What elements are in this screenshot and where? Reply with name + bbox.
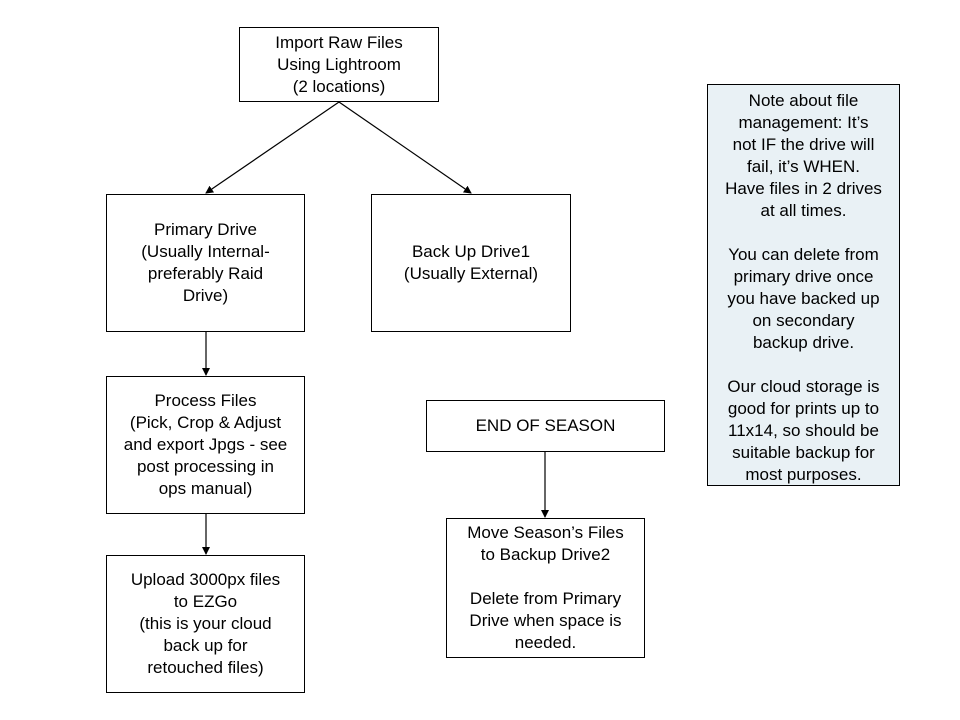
arrow-import-to-primary bbox=[205, 101, 340, 194]
process-files-box: Process Files (Pick, Crop & Adjust and e… bbox=[106, 376, 305, 514]
arrow-import-to-backup1 bbox=[338, 101, 472, 194]
move-season-files-text: Move Season’s Files to Backup Drive2 Del… bbox=[467, 523, 624, 652]
file-management-note-text: Note about file management: It’s not IF … bbox=[725, 91, 882, 484]
primary-drive-text: Primary Drive (Usually Internal- prefera… bbox=[141, 220, 270, 305]
end-of-season-box: END OF SEASON bbox=[426, 400, 665, 452]
backup-drive1-box: Back Up Drive1 (Usually External) bbox=[371, 194, 571, 332]
upload-files-text: Upload 3000px files to EZGo (this is you… bbox=[130, 570, 281, 677]
upload-files-box: Upload 3000px files to EZGo (this is you… bbox=[106, 555, 305, 693]
import-raw-files-box: Import Raw Files Using Lightroom (2 loca… bbox=[239, 27, 439, 102]
move-season-files-box: Move Season’s Files to Backup Drive2 Del… bbox=[446, 518, 645, 658]
process-files-text: Process Files (Pick, Crop & Adjust and e… bbox=[123, 391, 288, 498]
backup-drive1-text: Back Up Drive1 (Usually External) bbox=[403, 242, 539, 283]
file-management-note: Note about file management: It’s not IF … bbox=[707, 84, 900, 486]
end-of-season-text: END OF SEASON bbox=[475, 416, 616, 435]
import-raw-files-text: Import Raw Files Using Lightroom (2 loca… bbox=[275, 32, 403, 96]
primary-drive-box: Primary Drive (Usually Internal- prefera… bbox=[106, 194, 305, 332]
